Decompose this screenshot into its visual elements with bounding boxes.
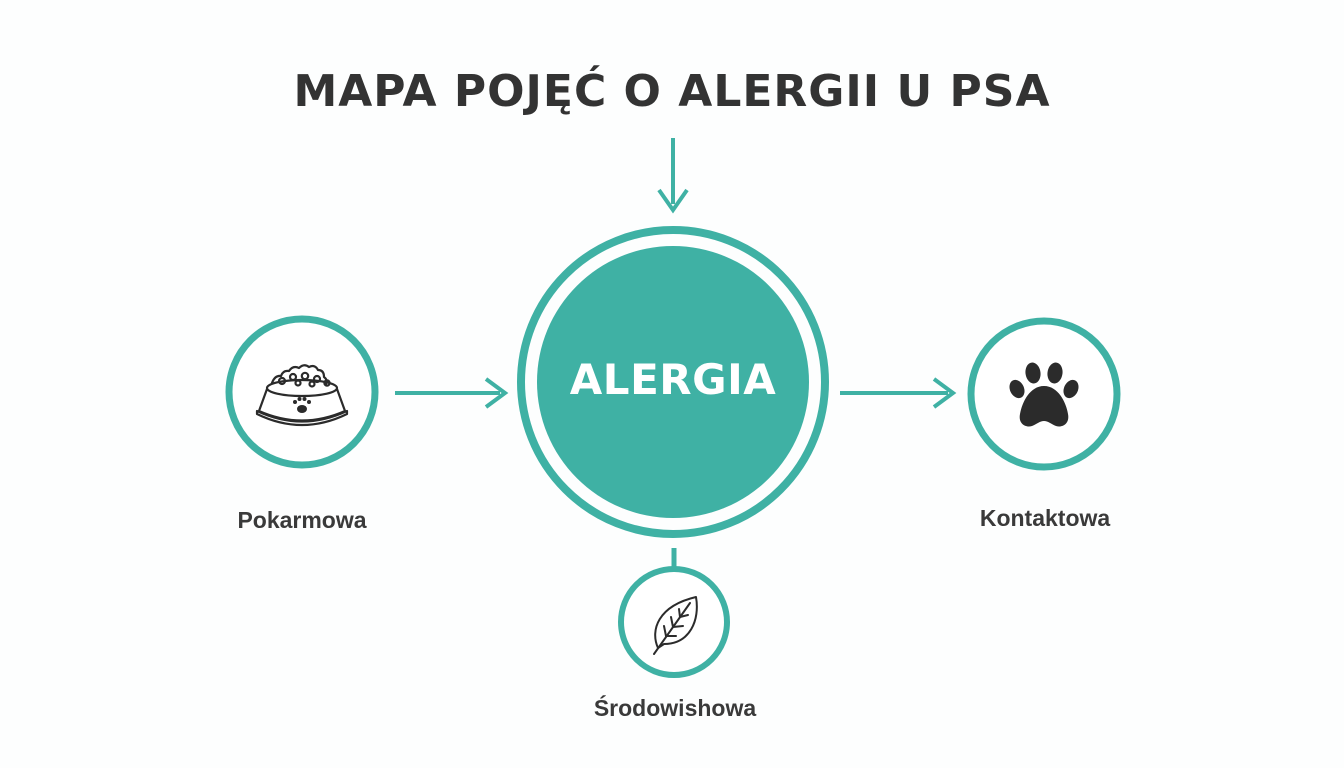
left-to-center-arrow (395, 377, 509, 409)
center-node (537, 246, 809, 518)
dog-food-bowl-icon (255, 364, 349, 427)
right-node-label: Kontaktowa (979, 505, 1111, 531)
page-title: MAPA POJĘĆ O ALERGII U PSA (293, 66, 1051, 117)
paw-print-icon (1009, 362, 1079, 427)
center-node-label: ALERGIA (569, 355, 777, 404)
left-node-circle (225, 315, 379, 469)
title-to-center-arrow (657, 138, 689, 214)
center-to-right-arrow (840, 377, 957, 409)
center-node-outer-ring (517, 226, 829, 538)
bottom-node-label: Środowishowa (593, 695, 757, 721)
leaf-icon (653, 596, 698, 655)
left-node-label: Pokarmowa (237, 507, 367, 533)
bottom-node-circle (618, 566, 730, 678)
